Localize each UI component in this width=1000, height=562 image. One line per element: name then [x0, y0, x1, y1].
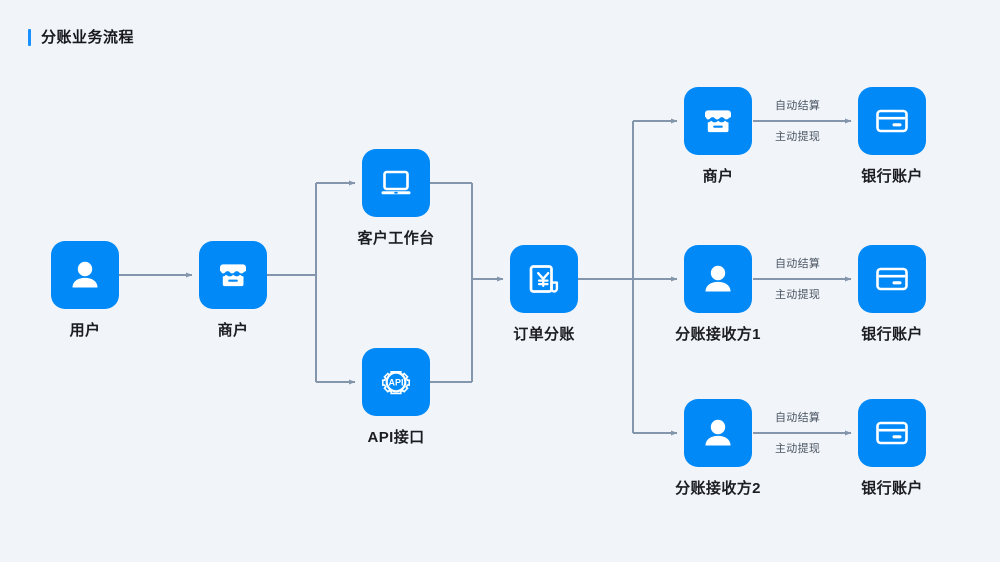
title-accent-bar [28, 28, 31, 46]
node-user-label: 用户 [69, 322, 101, 339]
node-bank-row3-label: 银行账户 [861, 480, 923, 497]
node-workbench-chip[interactable] [362, 149, 430, 217]
node-receiver-2-label: 分账接收方2 [675, 480, 761, 497]
node-merchant-row1[interactable]: 商户 [684, 87, 752, 185]
node-merchant-label: 商户 [217, 322, 249, 339]
node-order-split-label: 订单分账 [513, 326, 575, 343]
node-order-split[interactable]: 订单分账 [510, 245, 578, 343]
node-bank-row1[interactable]: 银行账户 [858, 87, 926, 185]
node-receiver-1[interactable]: 分账接收方1 [675, 245, 760, 343]
node-receiver-2-chip[interactable] [684, 399, 752, 467]
node-user[interactable]: 用户 [51, 241, 119, 339]
node-receiver-2[interactable]: 分账接收方2 [675, 399, 760, 497]
node-bank-row2[interactable]: 银行账户 [858, 245, 926, 343]
node-api-label: API接口 [367, 429, 425, 446]
bank-card-icon [876, 267, 908, 291]
node-api[interactable]: API API接口 [362, 348, 430, 446]
node-bank-row3-chip[interactable] [858, 399, 926, 467]
node-api-chip[interactable]: API [362, 348, 430, 416]
api-gear-icon: API [381, 371, 411, 395]
page-title-text: 分账业务流程 [41, 28, 135, 46]
storefront-icon [220, 264, 246, 287]
node-receiver-1-chip[interactable] [684, 245, 752, 313]
bank-card-icon [876, 421, 908, 445]
edge-label-withdraw-3: 主动提现 [775, 443, 821, 455]
node-workbench-label: 客户工作台 [357, 230, 435, 247]
edge-label-auto-settle-2: 自动结算 [775, 258, 821, 270]
node-bank-row2-chip[interactable] [858, 245, 926, 313]
node-merchant[interactable]: 商户 [199, 241, 267, 339]
api-icon-text: API [388, 377, 403, 387]
node-bank-row1-label: 银行账户 [861, 168, 923, 185]
edge-label-auto-settle-3: 自动结算 [775, 412, 821, 424]
node-merchant-row1-label: 商户 [702, 168, 734, 185]
node-receiver-1-label: 分账接收方1 [675, 326, 761, 343]
laptop-icon [381, 170, 411, 195]
person-icon [705, 419, 731, 446]
node-bank-row1-chip[interactable] [858, 87, 926, 155]
node-order-split-chip[interactable] [510, 245, 578, 313]
bank-card-icon [876, 109, 908, 133]
page-title: 分账业务流程 [28, 26, 134, 48]
node-bank-row3[interactable]: 银行账户 [858, 399, 926, 497]
receipt-yuan-icon [529, 265, 559, 293]
edge-label-withdraw-2: 主动提现 [775, 289, 821, 301]
storefront-icon [705, 110, 731, 133]
edge-label-withdraw-1: 主动提现 [775, 131, 821, 143]
node-user-chip[interactable] [51, 241, 119, 309]
edge-label-auto-settle-1: 自动结算 [775, 100, 821, 112]
node-workbench[interactable]: 客户工作台 [357, 149, 434, 247]
person-icon [72, 261, 98, 288]
node-merchant-chip[interactable] [199, 241, 267, 309]
node-bank-row2-label: 银行账户 [861, 326, 923, 343]
person-icon [705, 265, 731, 292]
node-merchant-row1-chip[interactable] [684, 87, 752, 155]
